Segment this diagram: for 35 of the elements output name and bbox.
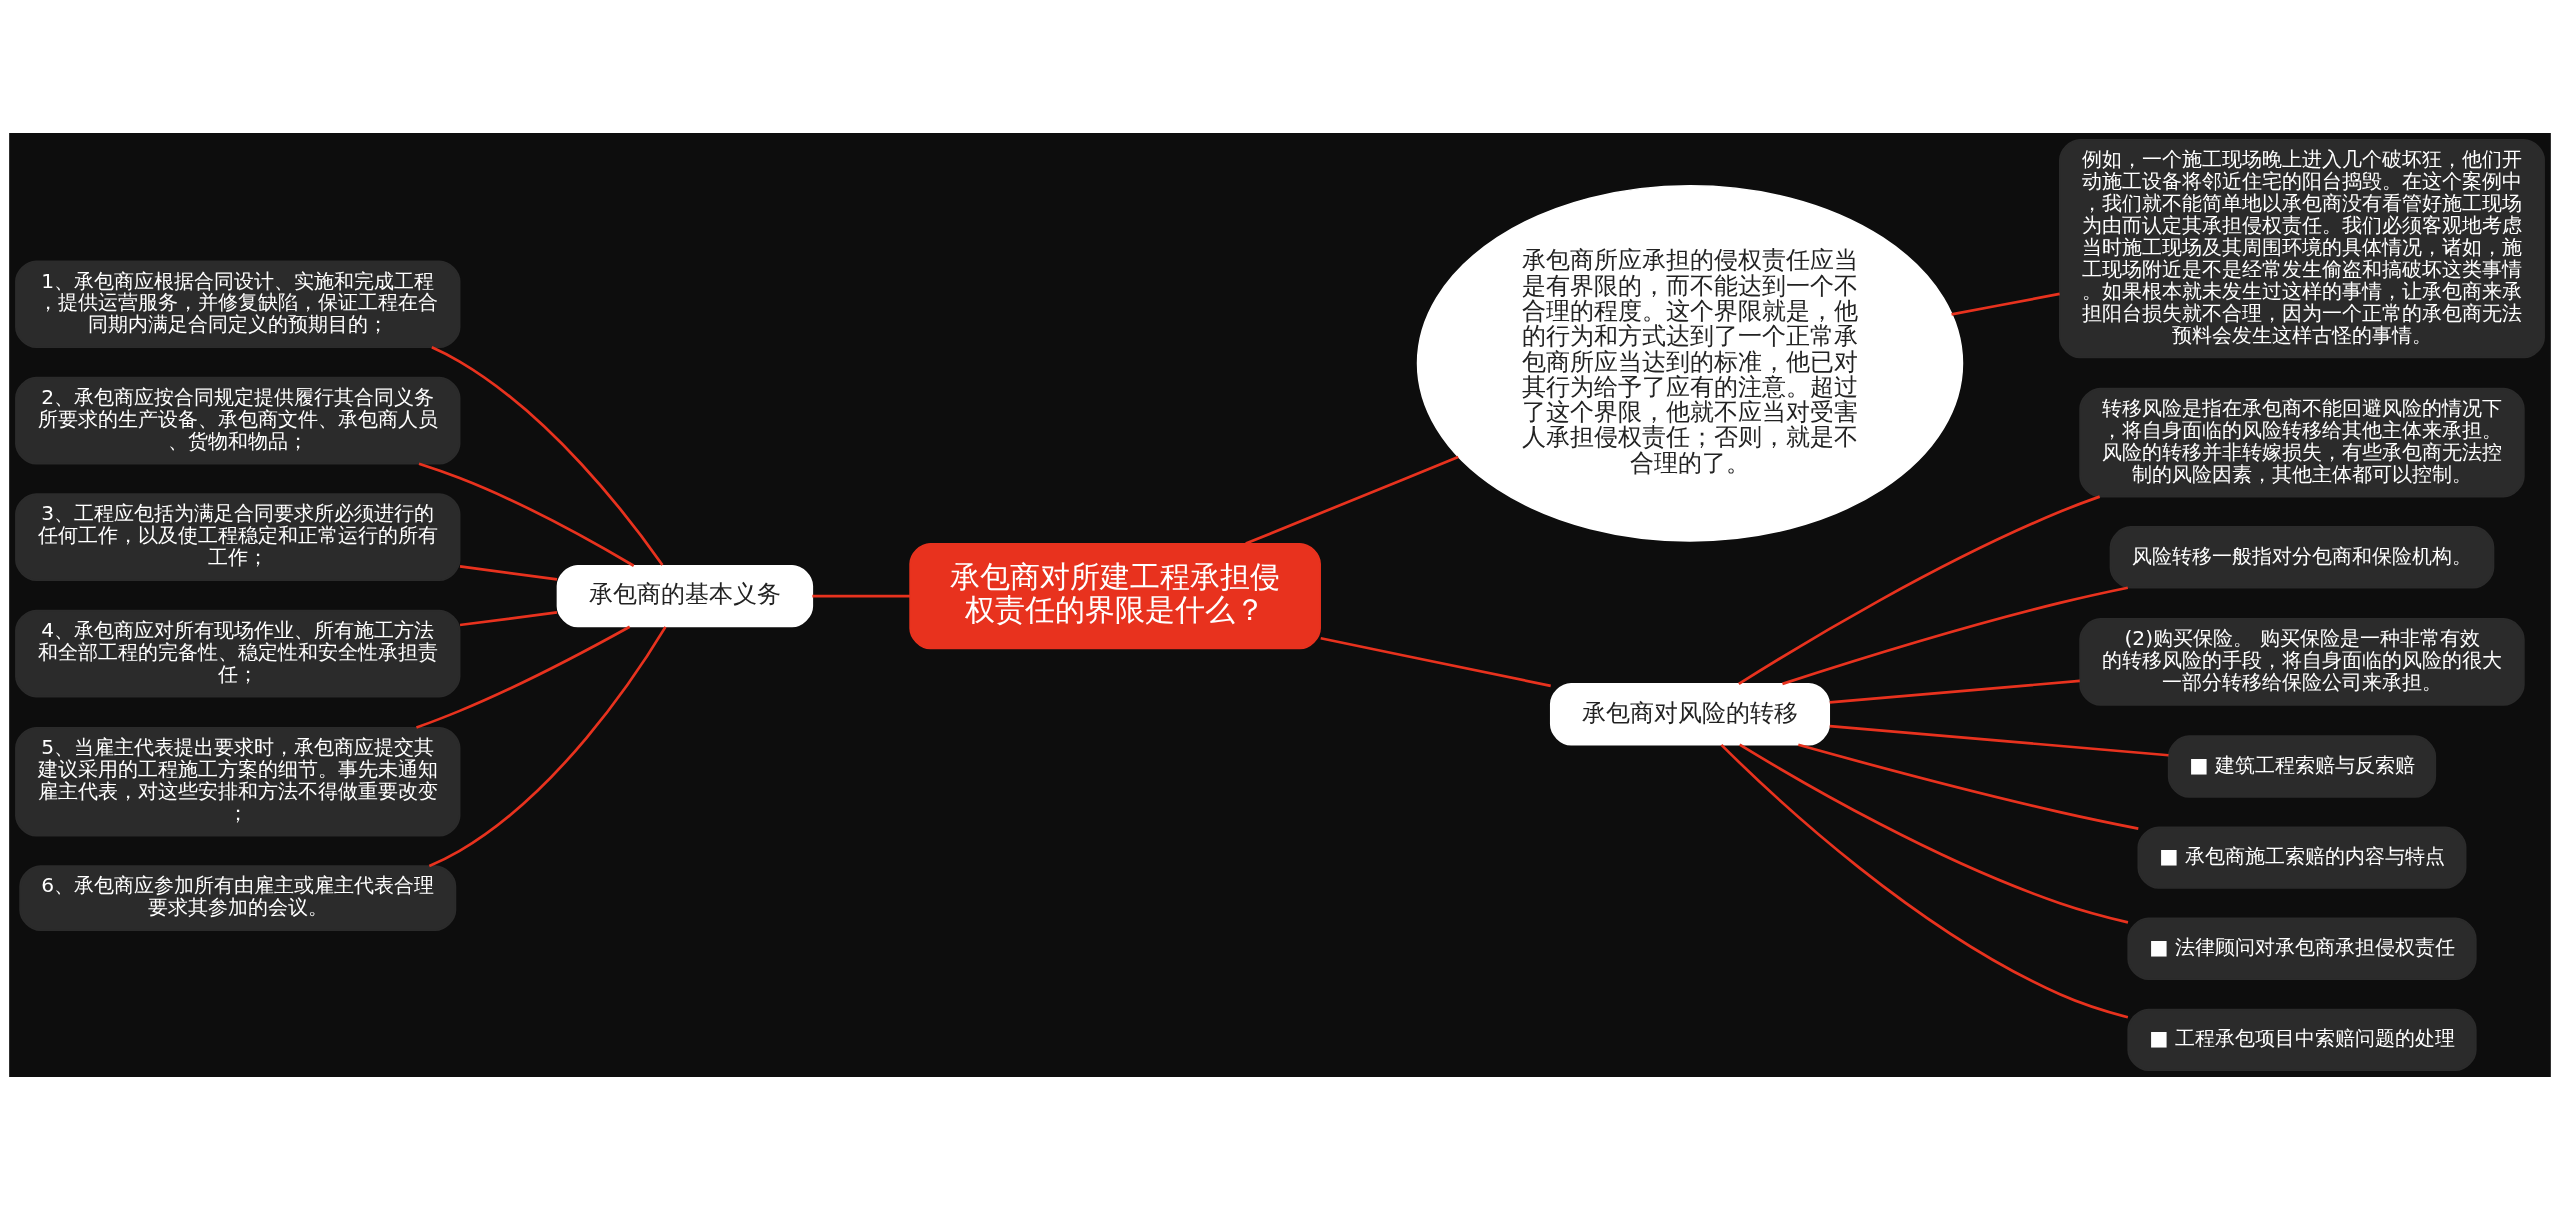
node-box: ■ 法律顾问对承包商承担侵权责任	[2127, 917, 2477, 980]
connector	[812, 594, 911, 597]
node-box: 2、承包商应按合同规定提供履行其合同义务所要求的生产设备、承包商文件、承包商人员、货物和物品；	[15, 376, 461, 465]
connector	[1245, 455, 1459, 545]
connector	[1739, 742, 2129, 924]
node-box: 5、当雇主代表提出要求时，承包商应提交其建议采用的工程施工方案的细节。事先未通知雇主代表，对这些安排和方法不得做重要改变；	[15, 726, 461, 837]
node-box: 例如，一个施工现场晚上进入几个破坏狂，他们开动施工设备将邻近住宅的阳台捣毁。在这个案例中，我们就不能简单地以承包商没有看管好施工现场为由而认定其承担侵权责任。我们必须客观地考虑当时施工现场及其周围环境的具体情况，诸如，施工现场附近是不是经常发生偷盗和搞破坏这类事情。如果根本就未发生过这样的事情，让承包商来承担阳台损失就不合理，因为一个正常的承包商无法预料会发生这样古怪的事情。	[2059, 138, 2545, 358]
node-ellipse: 承包商所应承担的侵权责任应当是有界限的，而不能达到一个不合理的程度。这个界限就是，他的行为和方式达到了一个正常承包商所应当达到的标准，他已对其行为给予了应有的注意。超过了这个界限，他就不应当对受害人承担侵权责任；否则，就是不合理的了。	[1416, 184, 1964, 542]
node-box: 6、承包商应参加所有由雇主或雇主代表合理要求其参加的会议。	[19, 864, 457, 931]
node-box: 4、承包商应对所有现场作业、所有施工方法和全部工程的完备性、稳定性和安全性承担责任；	[15, 609, 461, 697]
connector	[1320, 636, 1551, 687]
node-box: 风险转移一般指对分包商和保险机构。	[2109, 525, 2495, 589]
connector	[1829, 724, 2169, 757]
node-box: 1、承包商应根据合同设计、实施和完成工程，提供运营服务，并修复缺陷，保证工程在合同期内满足合同定义的预期目的；	[15, 259, 461, 348]
connector	[416, 625, 631, 729]
connector	[418, 461, 635, 567]
node-box: ■ 工程承包项目中索赔问题的处理	[2127, 1008, 2477, 1071]
node-box: 承包商的基本义务	[556, 564, 814, 627]
connector	[1738, 494, 2101, 685]
node-box: 承包商对所建工程承担侵权责任的界限是什么？	[909, 542, 1321, 649]
connector	[1951, 292, 2060, 316]
node-box: ■ 承包商施工索赔的内容与特点	[2137, 825, 2467, 889]
connector	[459, 610, 558, 626]
connector	[431, 345, 664, 566]
connector	[1829, 679, 2080, 704]
connector	[428, 625, 667, 867]
connector	[1720, 743, 2129, 1019]
connector	[459, 564, 558, 581]
node-box: 承包商对风险的转移	[1549, 682, 1831, 745]
node-box: ■ 建筑工程索赔与反索赔	[2167, 734, 2437, 798]
node-box: 转移风险是指在承包商不能回避风险的情况下，将自身面临的风险转移给其他主体来承担。风险的转移并非转嫁损失，有些承包商无法控制的风险因素，其他主体都可以控制。	[2079, 387, 2525, 497]
connector	[1782, 585, 2129, 685]
connector	[1797, 743, 2139, 830]
node-box: 3、工程应包括为满足合同要求所必须进行的任何工作，以及使工程稳定和正常运行的所有工作；	[15, 492, 461, 581]
node-box: (2)购买保险。 购买保险是一种非常有效的转移风险的手段，将自身面临的风险的很大一部分转移给保险公司来承担。	[2079, 617, 2525, 706]
